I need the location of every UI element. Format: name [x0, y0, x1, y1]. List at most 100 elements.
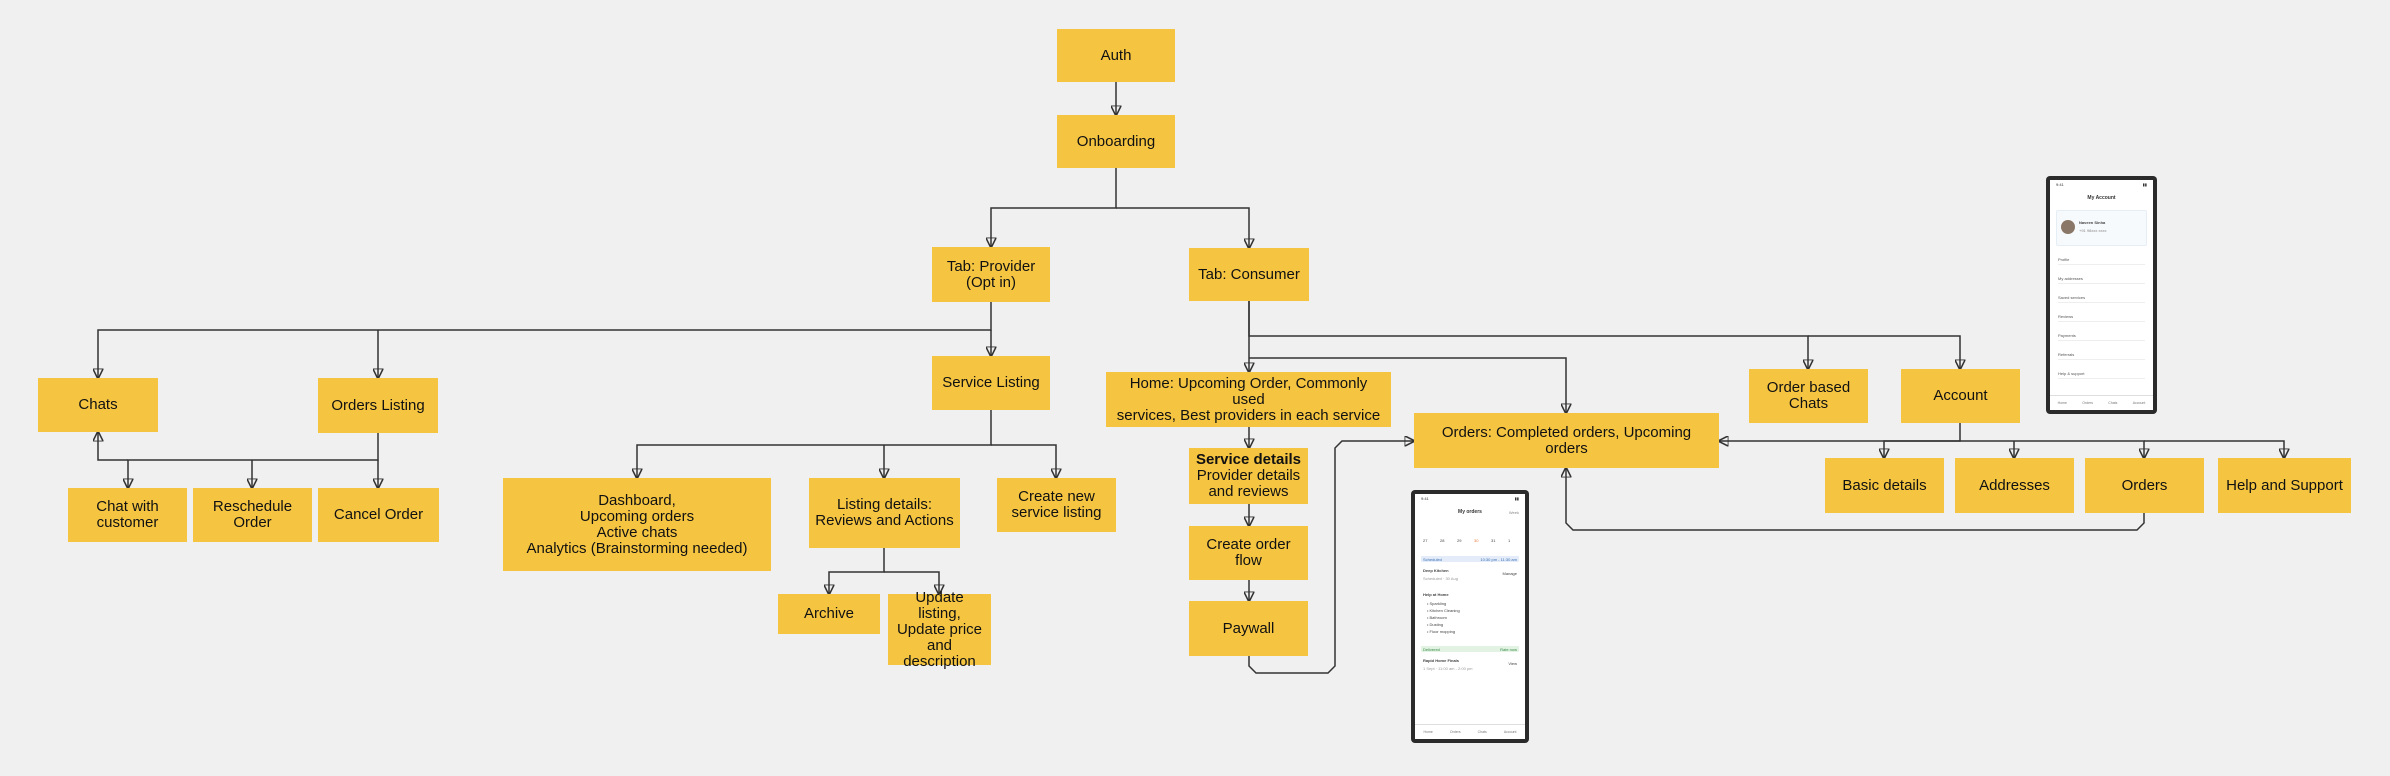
- section-title: Help at Home: [1423, 592, 1449, 597]
- tab-orders[interactable]: Orders: [2082, 401, 2093, 405]
- order2-action[interactable]: View: [1508, 661, 1517, 666]
- account-menu-item[interactable]: Help & support: [2058, 370, 2145, 379]
- edge-orders_listing-to-chat_customer: [128, 433, 379, 488]
- node-label: Orders Listing: [331, 397, 424, 414]
- tab-orders[interactable]: Orders: [1449, 730, 1461, 734]
- edge-onboarding-to-consumer: [1116, 207, 1249, 248]
- tab-home[interactable]: Home: [1423, 730, 1433, 734]
- account-screen: 9:41 ▮▮ My Account Naveen Sinha +91 98xx…: [2050, 180, 2153, 410]
- node-label-line: Service Listing: [942, 374, 1040, 391]
- node-label-line: Service details: [1195, 451, 1302, 468]
- profile-phone: +91 98xxx xxxx: [2079, 228, 2107, 233]
- node-label-line: description: [903, 652, 976, 670]
- edge-service_listing-to-create_listing: [991, 444, 1056, 478]
- account-menu-item[interactable]: Saved services: [2058, 294, 2145, 303]
- status-time: 9:41: [2056, 182, 2064, 187]
- tab-home[interactable]: Home: [2057, 401, 2067, 405]
- node-orders-completed-upcoming: Orders: Completed orders, Upcoming order…: [1414, 413, 1719, 468]
- node-auth: Auth: [1057, 29, 1175, 82]
- phone-mockup-account: 9:41 ▮▮ My Account Naveen Sinha +91 98xx…: [2046, 176, 2157, 414]
- account-menu-item[interactable]: Payments: [2058, 332, 2145, 341]
- node-label-line: Basic details: [1842, 476, 1927, 494]
- node-chats: Chats: [38, 378, 158, 432]
- orders-filter[interactable]: Week: [1508, 510, 1519, 515]
- node-label-line: Listing details:: [836, 496, 933, 513]
- node-label: Auth: [1101, 47, 1132, 64]
- account-screen-title: My Account: [2087, 195, 2116, 201]
- band-scheduled-time: 10:30 pm - 11:30 am: [1480, 557, 1517, 562]
- account-menu-item[interactable]: Profile: [2058, 256, 2145, 265]
- tab-account[interactable]: Account: [1503, 730, 1517, 734]
- node-label-line: Provider details: [1196, 467, 1301, 484]
- date-chip[interactable]: 31: [1491, 538, 1496, 543]
- order1-sub: Scheduled · 30 Aug: [1423, 576, 1458, 581]
- node-label-line: Chats: [78, 396, 118, 413]
- node-label: Archive: [804, 606, 854, 622]
- node-label: Cancel Order: [334, 507, 423, 523]
- date-chip[interactable]: 30: [1474, 538, 1479, 543]
- node-label: Create order flow: [1195, 537, 1302, 569]
- edge-listing_details-to-update_listing: [884, 571, 939, 594]
- tab-chats[interactable]: Chats: [1477, 730, 1487, 734]
- service-bullet: • Floor mopping: [1427, 629, 1456, 634]
- node-cancel-order: Cancel Order: [318, 488, 439, 542]
- node-label-line: and reviews: [1208, 483, 1289, 500]
- account-menu-item[interactable]: Referrals: [2058, 351, 2145, 360]
- node-label-line: Create new: [1018, 488, 1095, 505]
- account-menu-item[interactable]: Reviews: [2058, 313, 2145, 322]
- date-chip[interactable]: 28: [1440, 538, 1445, 543]
- tab-account[interactable]: Account: [2132, 401, 2146, 405]
- node-orders-listing: Orders Listing: [318, 378, 438, 433]
- band-delivered-action[interactable]: Rate now: [1500, 647, 1517, 652]
- profile-name: Naveen Sinha: [2079, 220, 2106, 225]
- node-label-line: Tab: Provider: [946, 257, 1036, 275]
- edge-service_listing-to-dashboard: [637, 410, 992, 478]
- node-label-line: Home: Upcoming Order, Commonly used: [1129, 374, 1368, 408]
- date-chip[interactable]: 29: [1457, 538, 1462, 543]
- node-label-line: Chats: [1788, 395, 1829, 412]
- scheduled-band: Scheduled 10:30 pm - 11:30 am: [1421, 556, 1519, 562]
- node-label: Orders: Completed orders, Upcoming order…: [1420, 423, 1713, 457]
- node-service-listing: Service Listing: [932, 356, 1050, 410]
- account-menu-item[interactable]: My addresses: [2058, 275, 2145, 284]
- node-paywall: Paywall: [1189, 601, 1308, 656]
- tab-chats[interactable]: Chats: [2108, 401, 2118, 405]
- node-label-line: and: [926, 636, 953, 654]
- node-label: Onboarding: [1077, 133, 1155, 150]
- node-label-line: Orders: [2121, 476, 2168, 494]
- edge-provider-to-chats: [98, 302, 992, 378]
- node-label: Service Listing: [942, 375, 1040, 391]
- date-chip[interactable]: 1: [1508, 538, 1511, 543]
- node-archive: Archive: [778, 594, 880, 634]
- band-scheduled-label: Scheduled: [1423, 557, 1442, 562]
- node-label-line: Account: [1933, 387, 1988, 404]
- node-label-line: Order based: [1766, 379, 1851, 396]
- edge-paywall-to-orders_completed: [1248, 441, 1414, 674]
- orders-screen-title: My orders: [1458, 509, 1482, 515]
- node-account: Account: [1901, 369, 2020, 423]
- node-label-line: Orders: Completed orders, Upcoming order…: [1441, 423, 1692, 457]
- node-label: Addresses: [1979, 477, 2050, 494]
- edge-account-to-orders_completed: [1719, 423, 1961, 441]
- node-label-line: Tab: Consumer: [1198, 265, 1300, 283]
- node-label-line: services, Best providers in each service: [1116, 406, 1381, 424]
- date-chip[interactable]: 27: [1423, 538, 1428, 543]
- node-create-order-flow: Create order flow: [1189, 526, 1308, 580]
- node-basic-details: Basic details: [1825, 458, 1944, 513]
- order1-action[interactable]: Manage: [1502, 571, 1517, 576]
- node-label-line: Paywall: [1222, 619, 1275, 637]
- edge-account-to-help_support: [2144, 440, 2284, 458]
